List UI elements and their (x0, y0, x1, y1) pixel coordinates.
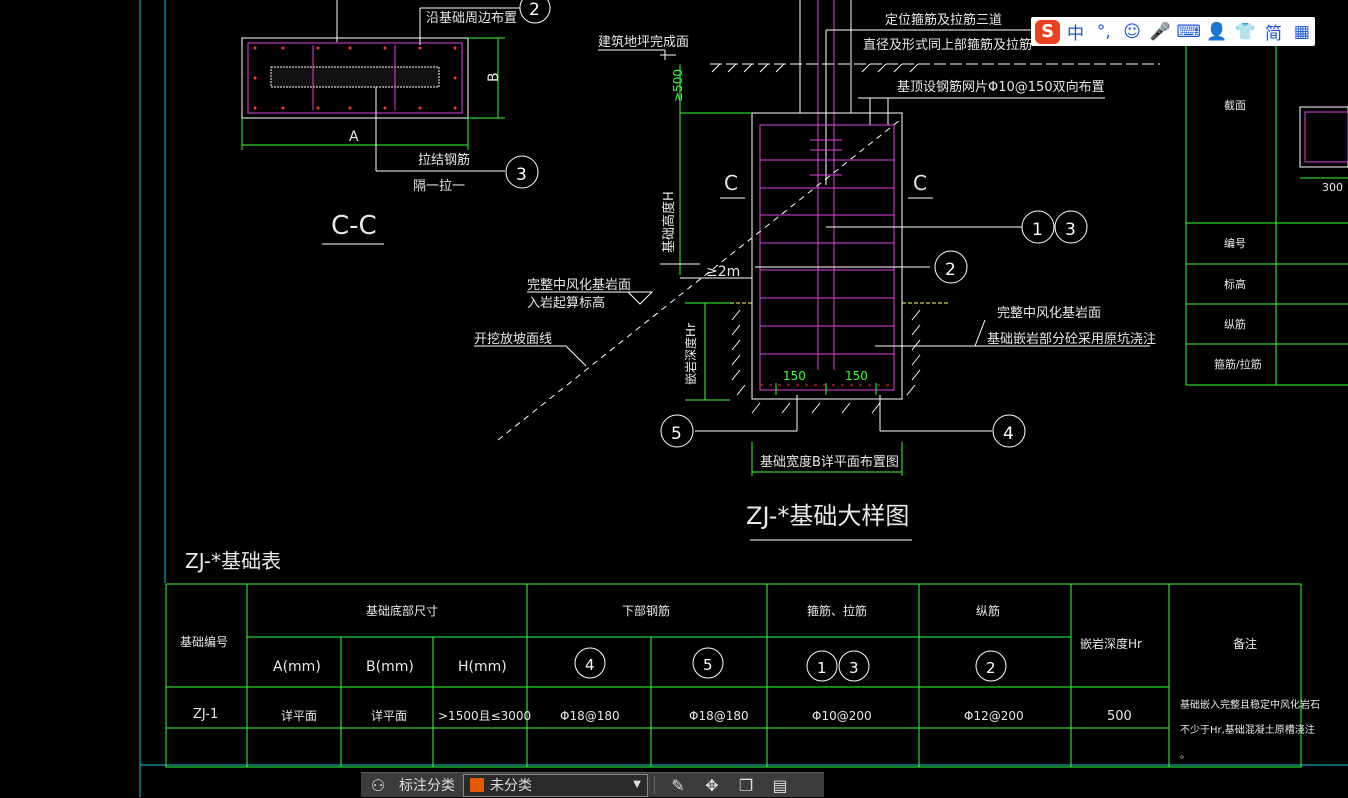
drawing-frame (139, 0, 1348, 797)
td-a: 详平面 (281, 708, 317, 723)
bubble-5: 5 (671, 424, 682, 444)
th-bubble-2: 2 (986, 659, 996, 677)
th-bubble-5: 5 (703, 656, 713, 674)
ime-keyboard-icon[interactable]: ⌨ (1176, 21, 1201, 42)
td-note-2: 不少于Hr,基础混凝土原槽浇注 (1180, 723, 1315, 736)
th-bubble-1: 1 (817, 659, 827, 677)
bubble-2-right: 2 (945, 260, 956, 280)
td-note-3: 。 (1180, 750, 1190, 761)
note-loc-2: 直径及形式同上部箍筋及拉筋 (863, 37, 1032, 53)
note-bottom: 基础宽度B详平面布置图 (760, 454, 899, 470)
note-top-1: 沿基础周边布置 (426, 11, 517, 26)
move-icon[interactable]: ✥ (705, 775, 719, 795)
ime-simplified-toggle[interactable]: 简 (1265, 24, 1283, 44)
foundation-table (165, 583, 1302, 768)
right-label-id: 编号 (1224, 236, 1246, 250)
bubble-3-tie: 3 (516, 165, 527, 185)
ime-chinese-mode[interactable]: 中 (1066, 24, 1084, 44)
th-stirrup: 箍筋、拉筋 (807, 603, 867, 618)
label-c-right: C (913, 171, 927, 195)
toolbar-divider (654, 776, 655, 794)
bubble-4: 4 (1003, 424, 1014, 444)
category-color-swatch (470, 778, 484, 792)
label-a: A (349, 129, 359, 145)
paste-icon[interactable]: ▤ (772, 775, 788, 795)
td-r5: Φ18@180 (689, 709, 749, 723)
td-hr: 500 (1107, 709, 1132, 724)
ime-emoji-icon[interactable]: ☺ (1123, 21, 1141, 42)
dim-h: 基础高度H (661, 191, 677, 253)
group-icon[interactable]: ⚇ (370, 775, 386, 795)
td-h: >1500且≤3000 (438, 709, 531, 723)
ime-toolbar[interactable]: S 中 °, ☺ 🎤 ⌨ 👤 👕 简 ▦ (1031, 17, 1315, 46)
note-rock-2: 入岩起算标高 (527, 295, 605, 311)
bubble-1-right: 1 (1032, 220, 1043, 240)
annotation-toolbar: ⚇ 标注分类 未分类 ▼ ✎ ✥ ❐ ▤ (361, 772, 824, 797)
category-select-value: 未分类 (490, 778, 532, 794)
th-size: 基础底部尺寸 (366, 603, 438, 618)
annotation-category-label: 标注分类 (399, 778, 455, 794)
section-cc: A B 沿基础周边布置 2 拉结钢筋 隔一拉一 3 C-C (241, 0, 551, 245)
dim-2m: ≥2m (706, 264, 740, 280)
th-note: 备注 (1233, 636, 1257, 651)
table-title: ZJ-*基础表 (185, 549, 281, 573)
dim-hr: 嵌岩深度Hr (683, 323, 698, 385)
right-dim-300: 300 (1322, 181, 1343, 194)
bubble-3-right: 3 (1065, 220, 1076, 240)
th-depth: 嵌岩深度Hr (1080, 636, 1142, 651)
th-bottom: 下部钢筋 (622, 603, 670, 618)
note-slope: 开挖放坡面线 (474, 332, 552, 347)
right-label-section: 截面 (1224, 98, 1246, 112)
ime-voice-icon[interactable]: 🎤 (1149, 21, 1171, 42)
sogou-logo-icon[interactable]: S (1035, 19, 1061, 44)
th-h: H(mm) (458, 659, 507, 675)
td-r2: Φ12@200 (964, 709, 1024, 723)
ime-user-icon[interactable]: 👤 (1206, 21, 1228, 42)
annotation-category-select[interactable]: 未分类 ▼ (463, 773, 648, 797)
copy-icon[interactable]: ❐ (738, 775, 754, 795)
bubble-2-top: 2 (529, 0, 540, 20)
right-label-long: 纵筋 (1224, 317, 1246, 331)
ime-menu-grid-icon[interactable]: ▦ (1293, 21, 1310, 42)
foundation-detail: 建筑地坪完成面 定位箍筋及拉筋三道 直径及形式同上部箍筋及拉筋 基顶设钢筋网片Φ… (474, 0, 1160, 541)
td-r13: Φ10@200 (812, 709, 872, 723)
edit-icon[interactable]: ✎ (671, 775, 685, 795)
th-bubble-4: 4 (585, 656, 595, 674)
label-c-left: C (724, 171, 738, 195)
td-id: ZJ-1 (193, 707, 218, 722)
note-loc-1: 定位箍筋及拉筋三道 (885, 12, 1002, 28)
right-label-elev: 标高 (1224, 277, 1246, 291)
chevron-down-icon: ▼ (633, 778, 641, 790)
dim-150-a: 150 (783, 369, 806, 383)
note-rock-r2: 基础嵌岩部分砼采用原坑浇注 (987, 332, 1156, 347)
ime-skin-icon[interactable]: 👕 (1234, 21, 1256, 42)
th-id: 基础编号 (180, 634, 228, 649)
right-partial-table (1185, 45, 1348, 386)
note-mesh: 基顶设钢筋网片Φ10@150双向布置 (897, 79, 1105, 95)
right-label-stirrup: 箍筋/拉筋 (1214, 357, 1262, 371)
th-a: A(mm) (273, 659, 321, 675)
note-rock-r1: 完整中风化基岩面 (997, 306, 1101, 321)
note-ground: 建筑地坪完成面 (598, 34, 689, 50)
th-b: B(mm) (366, 659, 414, 675)
ime-punctuation-icon[interactable]: °, (1096, 21, 1111, 42)
dim-500: ≥500 (671, 69, 685, 102)
label-b: B (486, 72, 502, 82)
dim-150-b: 150 (845, 369, 868, 383)
td-r4: Φ18@180 (560, 709, 620, 723)
td-note-1: 基础嵌入完整且稳定中风化岩石 (1180, 698, 1320, 711)
section-title: C-C (331, 211, 377, 241)
td-b: 详平面 (371, 708, 407, 723)
note-rock-1: 完整中风化基岩面 (527, 278, 631, 293)
note-tie-2: 隔一拉一 (413, 179, 465, 194)
note-tie-1: 拉结钢筋 (418, 152, 470, 168)
th-bubble-3: 3 (849, 659, 859, 677)
th-long: 纵筋 (976, 603, 1000, 618)
main-title: ZJ-*基础大样图 (746, 502, 909, 530)
